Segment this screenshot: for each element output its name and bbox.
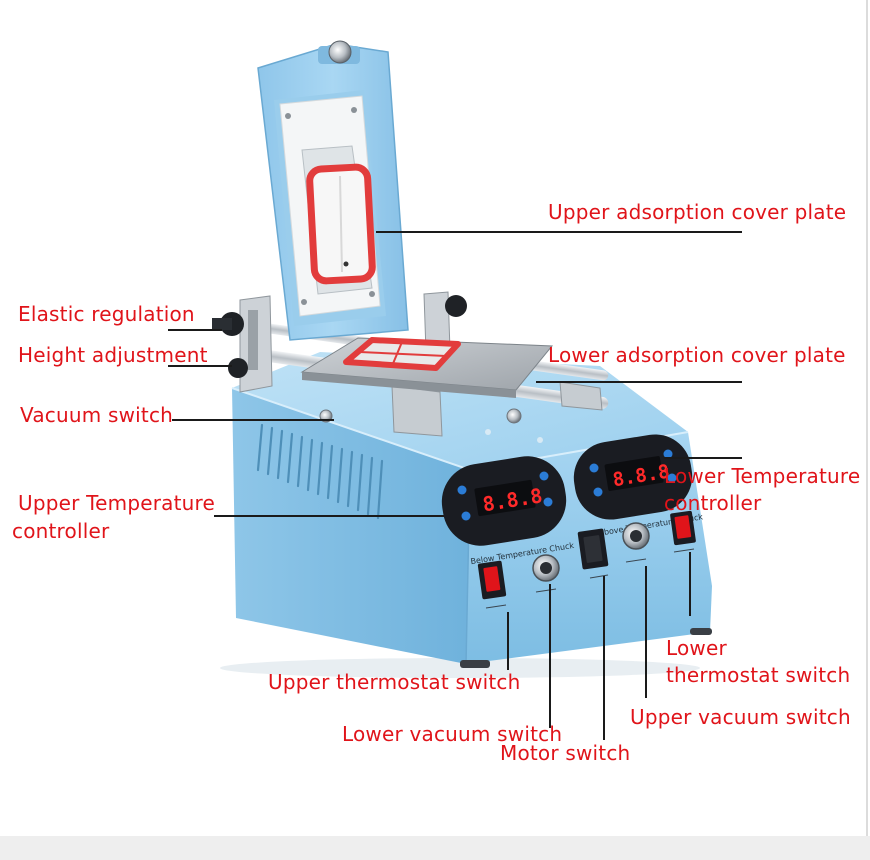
foot [690, 628, 712, 635]
base-left-side [232, 388, 470, 664]
controller-button [589, 463, 599, 473]
lid-screw [285, 113, 291, 119]
right-knob [445, 295, 467, 317]
label-upper-adsorption-cover-plate: Upper adsorption cover plate [548, 200, 847, 224]
upper-temperature-controller-panel: 8.8.8 [441, 456, 567, 546]
bottom-bar [0, 836, 870, 860]
label-upper-vacuum-switch: Upper vacuum switch [630, 705, 851, 729]
lower-thermostat-rocker [670, 510, 696, 546]
controller-button [593, 487, 603, 497]
switch-caption-marks [485, 548, 695, 609]
right-edge-divider [866, 0, 868, 836]
lower-plate-edge [302, 372, 516, 398]
label-upper-thermostat-switch: Upper thermostat switch [268, 670, 521, 694]
left-upright-slot [248, 310, 258, 370]
label-upper-temperature-controller-1: Upper Temperature [18, 491, 216, 515]
callout-lines [168, 231, 742, 740]
label-lower-temperature-controller-2: controller [664, 491, 762, 515]
label-upper-temperature-controller-2: controller [12, 519, 110, 543]
controller-button [457, 485, 467, 495]
label-lower-thermostat-switch-1: Lower [666, 636, 727, 660]
screw [485, 429, 491, 435]
lid-top-knob [328, 40, 352, 64]
label-lower-vacuum-switch: Lower vacuum switch [342, 722, 563, 746]
label-height-adjustment: Height adjustment [18, 343, 208, 367]
controller-button [539, 471, 549, 481]
lower-vacuum-knob [532, 554, 560, 582]
slide-block-left [391, 385, 443, 437]
vent-slots [256, 423, 384, 520]
lid-screw [351, 107, 357, 113]
upper-gasket-divider [339, 175, 343, 273]
label-elastic-regulation: Elastic regulation [18, 302, 195, 326]
lid-screw [369, 291, 375, 297]
label-lower-temperature-controller-1: Lower Temperature [664, 464, 861, 488]
label-vacuum-switch: Vacuum switch [20, 403, 174, 427]
lower-gasket-divider-2 [359, 351, 447, 357]
controller-button [663, 449, 673, 459]
screw [537, 437, 543, 443]
height-knob [228, 358, 248, 378]
motor-rocker [577, 528, 609, 570]
upper-vacuum-knob [622, 522, 650, 550]
controller-button [667, 473, 677, 483]
label-lower-adsorption-cover-plate: Lower adsorption cover plate [548, 343, 846, 367]
upper-gasket-hole [343, 261, 349, 267]
lower-temperature-controller-panel: 8.8.8 [573, 434, 693, 520]
center-port [506, 408, 522, 424]
base-shadow [220, 658, 700, 678]
controller-button [461, 511, 471, 521]
upper-thermostat-rocker [477, 560, 507, 600]
slide-block-right [559, 381, 603, 411]
foot [460, 660, 490, 668]
controller-button [543, 497, 553, 507]
lid-screw [301, 299, 307, 305]
elastic-knob-stem [212, 318, 232, 330]
label-motor-switch: Motor switch [500, 741, 631, 765]
label-lower-thermostat-switch-2: thermostat switch [666, 663, 851, 687]
